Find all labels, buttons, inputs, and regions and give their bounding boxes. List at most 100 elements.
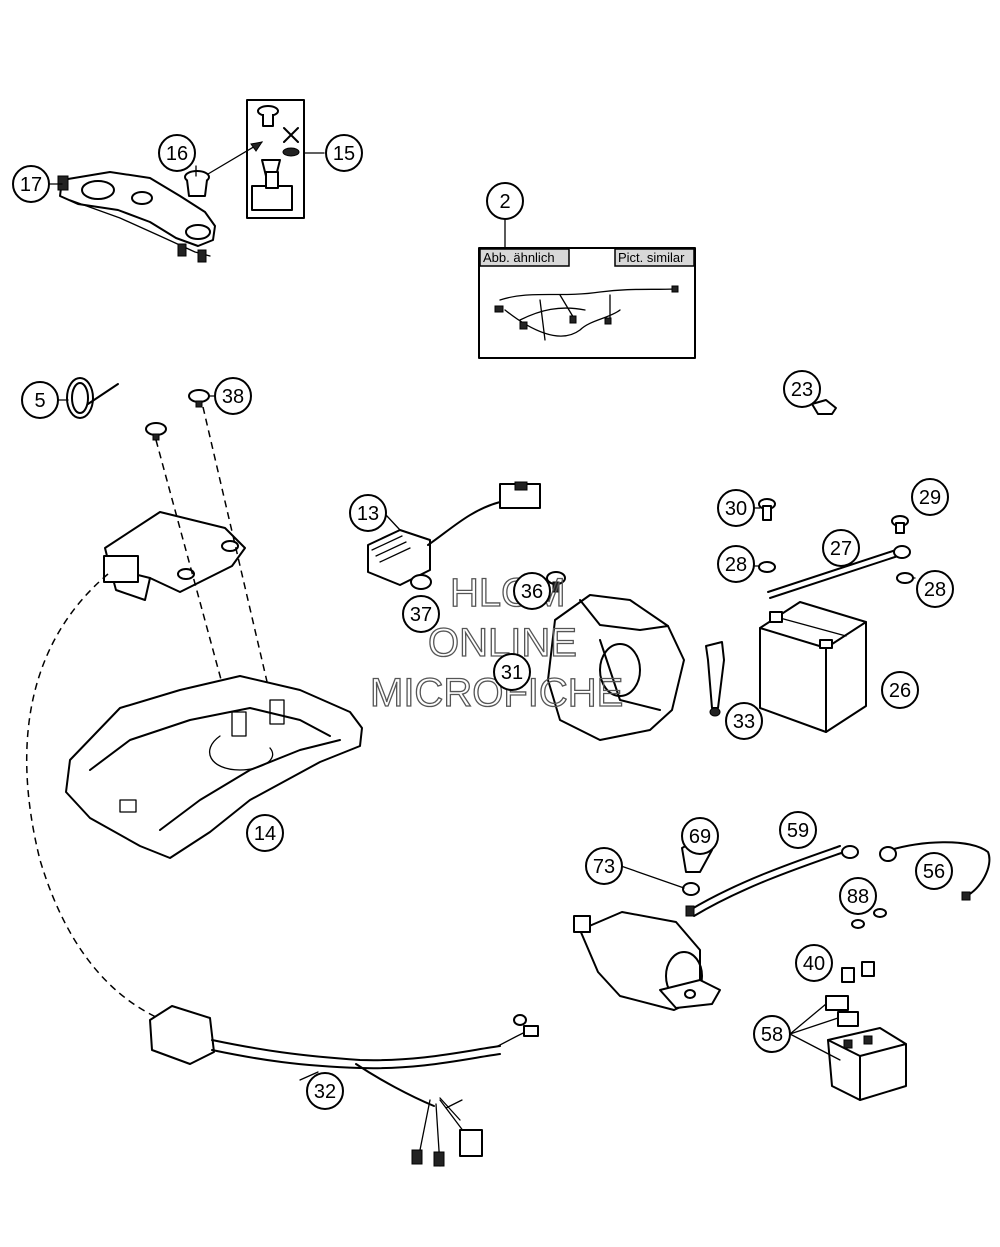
callout-circle (911, 478, 949, 516)
callout-16: 16 (158, 134, 196, 172)
callout-number: 37 (410, 604, 432, 626)
part-58-relay (825, 995, 907, 1101)
callout-number: 28 (924, 579, 946, 601)
callout-14: 14 (246, 814, 284, 852)
part-2-harness-inset: Abb. ähnlich Pict. similar (478, 247, 696, 359)
callout-circle (839, 877, 877, 915)
inset-label-right: Pict. similar (618, 250, 685, 265)
callout-number: 28 (725, 554, 747, 576)
callout-number: 88 (847, 886, 869, 908)
part-ecu-module (103, 511, 246, 601)
part-56-cable (879, 841, 991, 901)
part-30-bolt (758, 498, 776, 521)
callout-29: 29 (911, 478, 949, 516)
callout-17: 17 (12, 165, 50, 203)
part-26-battery (759, 601, 867, 733)
callout-layer: 17 16 15 2 5 38 23 13 30 29 27 28 28 36 37 31 33 26 14 69 59… (12, 134, 954, 1110)
callout-26: 26 (881, 671, 919, 709)
callout-circle (158, 134, 196, 172)
callout-circle (493, 653, 531, 691)
callout-circle (717, 489, 755, 527)
callout-circle (12, 165, 50, 203)
part-40-fuse (841, 961, 875, 983)
callout-number: 23 (791, 379, 813, 401)
callout-number: 58 (761, 1024, 783, 1046)
callout-circle (486, 182, 524, 220)
part-15-inset (246, 99, 305, 219)
callout-number: 38 (222, 386, 244, 408)
callout-circle (717, 545, 755, 583)
part-27-cable (767, 545, 911, 599)
callout-33: 33 (725, 702, 763, 740)
callout-number: 56 (923, 861, 945, 883)
callout-circle (325, 134, 363, 172)
callout-28: 28 (916, 570, 954, 608)
callout-27: 27 (822, 529, 860, 567)
callout-number: 40 (803, 953, 825, 975)
part-29-bolt (891, 515, 909, 534)
callout-30: 30 (717, 489, 755, 527)
part-32-harness (149, 1005, 539, 1167)
part-33-strap (705, 641, 725, 717)
callout-circle (779, 811, 817, 849)
callout-69: 69 (681, 817, 719, 855)
callout-circle (349, 494, 387, 532)
callout-number: 29 (919, 487, 941, 509)
callout-2: 2 (486, 182, 524, 220)
part-31-battery-holder (547, 594, 685, 741)
callout-circle (214, 377, 252, 415)
part-38-screw (188, 389, 210, 408)
callout-number: 36 (521, 581, 543, 603)
callout-circle (585, 847, 623, 885)
part-14-tray (65, 675, 363, 859)
callout-number: 13 (357, 503, 379, 525)
dash-ecu-harness (26, 573, 159, 1019)
callout-13: 13 (349, 494, 387, 532)
part-88-screw (851, 908, 887, 929)
callout-number: 73 (593, 856, 615, 878)
callout-number: 5 (34, 390, 45, 412)
callout-37: 37 (402, 595, 440, 633)
callout-number: 14 (254, 823, 276, 845)
part-59-cable (685, 845, 859, 917)
callout-circle (513, 572, 551, 610)
inset-label-left: Abb. ähnlich (483, 250, 555, 265)
callout-circle (246, 814, 284, 852)
callout-number: 32 (314, 1081, 336, 1103)
callout-59: 59 (779, 811, 817, 849)
callout-88: 88 (839, 877, 877, 915)
callout-number: 15 (333, 143, 355, 165)
callout-number: 2 (499, 191, 510, 213)
part-16-bushing (184, 170, 210, 197)
callout-36: 36 (513, 572, 551, 610)
callout-40: 40 (795, 944, 833, 982)
callout-number: 31 (501, 662, 523, 684)
callout-23: 23 (783, 370, 821, 408)
part-37-bolt (410, 574, 432, 590)
callout-circle (306, 1072, 344, 1110)
callout-73: 73 (585, 847, 623, 885)
callout-number: 59 (787, 820, 809, 842)
callout-38: 38 (214, 377, 252, 415)
callout-number: 17 (20, 174, 42, 196)
callout-number: 26 (889, 680, 911, 702)
callout-circle (725, 702, 763, 740)
part-17-bracket (57, 171, 216, 263)
part-38b-screw (145, 422, 167, 441)
part-5-cable-tie (66, 377, 119, 419)
callout-5: 5 (21, 381, 59, 419)
callout-circle (753, 1015, 791, 1053)
callout-circle (915, 852, 953, 890)
callout-56: 56 (915, 852, 953, 890)
callout-number: 27 (830, 538, 852, 560)
callout-circle (681, 817, 719, 855)
callout-15: 15 (325, 134, 363, 172)
part-starter-motor (573, 911, 721, 1011)
callout-circle (822, 529, 860, 567)
callout-number: 16 (166, 143, 188, 165)
callout-circle (21, 381, 59, 419)
dash-screw-a (155, 439, 233, 721)
callout-number: 30 (725, 498, 747, 520)
callout-number: 33 (733, 711, 755, 733)
